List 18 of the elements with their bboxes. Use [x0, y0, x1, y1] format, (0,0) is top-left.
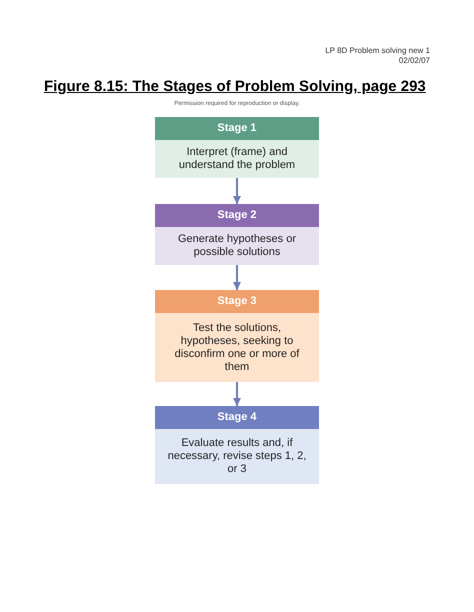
figure-title: Figure 8.15: The Stages of Problem Solving, page 293 [44, 77, 426, 97]
stage-heading: Stage 4 [155, 406, 319, 429]
arrow [233, 178, 241, 204]
document-reference: LP 8D Problem solving new 1 [325, 46, 430, 56]
stage-box [155, 290, 319, 382]
arrow [233, 382, 241, 406]
stage-heading: Stage 2 [155, 204, 319, 227]
stage-description: Generate hypotheses or possible solutions [176, 233, 298, 259]
document-date: 02/02/07 [398, 56, 430, 66]
stage-box [155, 204, 319, 265]
arrow [233, 265, 241, 290]
stage-description: Evaluate results and, if necessary, revise steps 1, 2, or 3 [166, 437, 308, 476]
stage-description: Interpret (frame) and understand the problem [178, 146, 296, 172]
stage-description: Test the solutions, hypotheses, seeking to disconfirm one or more of them [174, 322, 300, 374]
stage-heading: Stage 1 [155, 117, 319, 140]
stage-box [155, 406, 319, 484]
stage-heading: Stage 3 [155, 290, 319, 313]
stage-box [155, 117, 319, 178]
